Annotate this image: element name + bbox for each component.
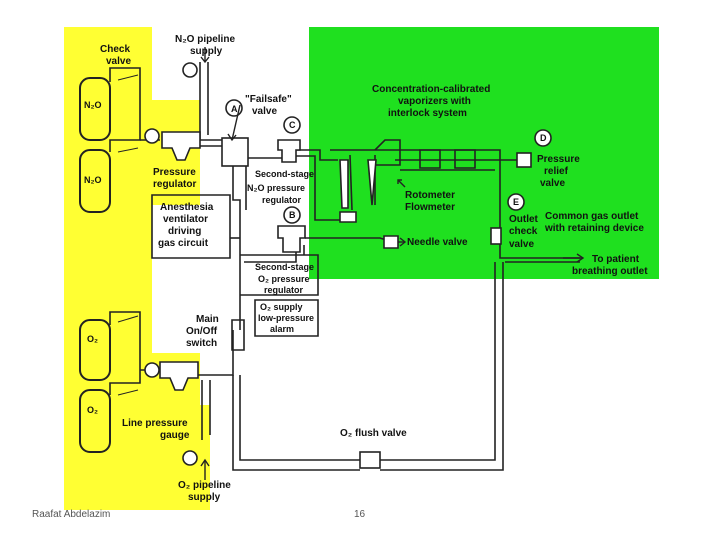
o2-alarm-label: O₂ supply low-pressure alarm [258,302,317,334]
low-pressure-region [309,27,659,279]
n2o-pressure-regulator [161,131,201,161]
marker-e: E [513,197,519,207]
pressure-relief-valve [516,152,532,168]
o2-cylinder-2 [79,389,111,453]
o2-line-gauge-icon [144,362,160,378]
n2o-cylinder-2 [79,149,111,213]
gas-piping [109,62,580,471]
n2o-line-gauge-icon [144,128,160,144]
o2-flush-valve-label: O₂ flush valve [340,428,407,439]
o2-cylinder-2-label: O₂ [87,405,98,415]
needle-valve-icon [383,235,399,249]
vaporizers-label: Concentration-calibrated vaporizers with… [372,84,493,119]
second-stage-n2o-regulator [277,139,301,163]
slide-page-number: 16 [354,509,366,520]
ventilator-label: Anesthesia ventilator driving gas circui… [158,202,216,249]
n2o-cylinder-2-label: N₂O [84,175,102,185]
outlet-check-valve [490,227,502,245]
machine-components [144,62,532,469]
flowmeter-tube-2 [367,159,377,206]
flowmeter-tube-1 [339,159,349,209]
o2-pipeline-gauge-icon [182,450,198,466]
pressure-relief-label: Pressure relief valve [537,154,583,189]
gas-cylinders [79,77,111,453]
o2-pipeline-label: O₂ pipeline supply [178,480,234,503]
second-stage-o2-regulator [277,225,306,253]
o2-pressure-regulator [159,361,199,391]
n2o-cylinder-1 [79,77,111,141]
to-patient-label: To patient breathing outlet [572,254,648,277]
second-stage-n2o-label: Second-stage N₂O pressure regulator [247,169,317,205]
failsafe-valve-label: "Failsafe" valve [245,94,295,117]
main-switch-label: Main On/Off switch [186,314,222,349]
failsafe-valve [221,137,249,167]
second-stage-o2-label: Second-stage O₂ pressure regulator [255,262,317,295]
marker-d: D [540,133,547,143]
outlet-check-valve-label: Outlet check valve [509,214,541,250]
line-pressure-label: Line pressure gauge [122,418,190,441]
marker-c: C [289,120,296,130]
n2o-pipeline-gauge-icon [182,62,198,78]
pressure-regulator-label: Pressure regulator [153,167,199,190]
failsafe-marker-a: A [231,104,238,114]
n2o-pipeline-label: N₂O pipeline supply [175,34,238,57]
rotometer-label: Rotometer Flowmeter [405,190,458,213]
o2-cylinder-1 [79,319,111,381]
slide-author: Raafat Abdelazim [32,509,111,520]
marker-b: B [289,210,296,220]
n2o-needle-valve-icon [339,211,357,223]
check-valve-label: Check valve [100,44,133,67]
n2o-cylinder-1-label: N₂O [84,100,102,110]
common-gas-outlet-label: Common gas outlet with retaining device [544,211,644,234]
needle-valve-label: Needle valve [407,237,468,248]
flow-arrows [200,47,585,480]
o2-cylinder-1-label: O₂ [87,334,98,344]
o2-flush-valve [359,451,381,469]
